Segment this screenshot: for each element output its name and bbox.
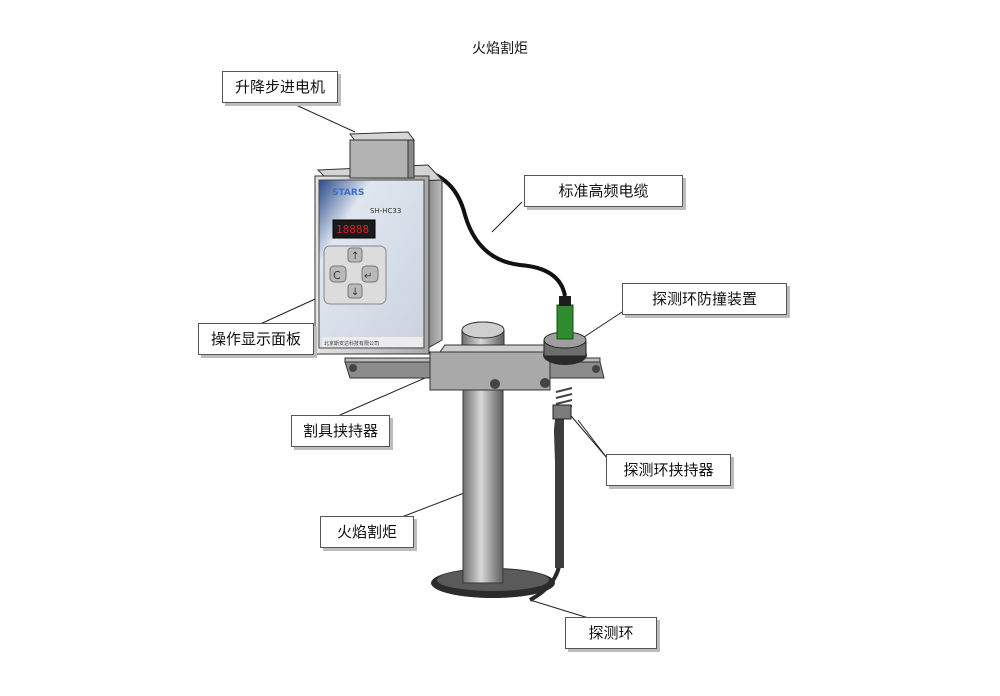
leader-motor bbox=[284, 99, 356, 133]
callout-tool-holder: 割具挟持器 bbox=[291, 415, 390, 447]
callout-ring-holder: 探测环挟持器 bbox=[606, 454, 731, 486]
callout-probe-ring: 探测环 bbox=[565, 617, 657, 649]
ring-holder-block bbox=[552, 404, 572, 420]
cable-connector bbox=[556, 304, 574, 340]
svg-text:↑: ↑ bbox=[351, 251, 359, 262]
svg-text:↵: ↵ bbox=[364, 271, 372, 282]
model-label: SH-HC33 bbox=[370, 207, 401, 215]
key-up bbox=[347, 247, 363, 263]
leader-tool-holder bbox=[339, 377, 426, 416]
leader-ring-holder-1 bbox=[565, 409, 608, 459]
key-left bbox=[329, 265, 347, 283]
brand-mark: STARS bbox=[332, 188, 364, 198]
probe-ring-rod bbox=[555, 418, 564, 568]
leader-ring-holder-2 bbox=[577, 419, 608, 459]
keypad-background bbox=[323, 245, 387, 305]
led-display bbox=[332, 219, 376, 239]
leader-probe-ring bbox=[529, 599, 596, 621]
key-down bbox=[347, 283, 363, 299]
callout-anti-collision: 探测环防撞装置 bbox=[622, 283, 787, 315]
company-label: 北京斯安达科技有限公司 bbox=[324, 340, 379, 347]
svg-text:↓: ↓ bbox=[351, 287, 359, 298]
callout-torch: 火焰割炬 bbox=[320, 516, 414, 548]
display-value: 18888 bbox=[336, 223, 369, 236]
diagram-title: 火焰割炬 bbox=[472, 41, 528, 57]
tool-holder-clamp bbox=[429, 351, 551, 391]
leader-cable bbox=[491, 201, 523, 233]
stepper-motor bbox=[349, 139, 409, 179]
callout-panel: 操作显示面板 bbox=[198, 323, 314, 355]
callout-cable: 标准高频电缆 bbox=[524, 175, 683, 207]
svg-text:C: C bbox=[333, 269, 341, 282]
key-enter bbox=[361, 265, 379, 283]
hf-cable bbox=[417, 168, 567, 297]
controller-side bbox=[427, 171, 443, 349]
callout-motor: 升降步进电机 bbox=[222, 71, 338, 103]
